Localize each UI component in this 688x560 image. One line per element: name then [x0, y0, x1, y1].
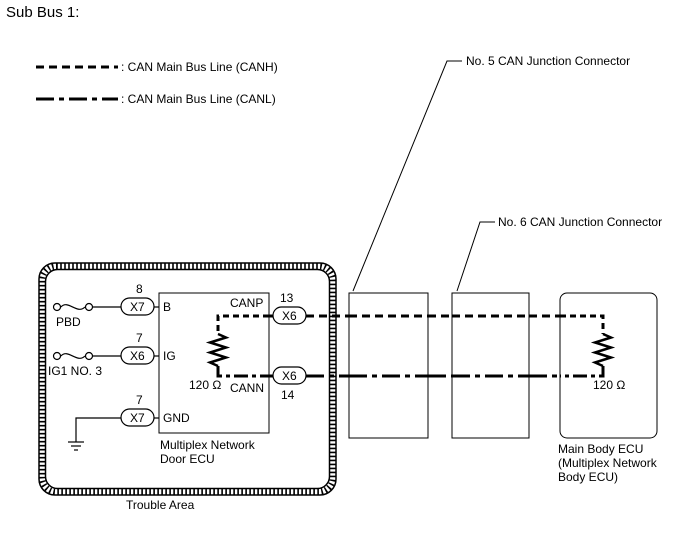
main-body-ecu-name-line2: (Multiplex Network: [558, 456, 658, 470]
fuse-terminal-left: [52, 302, 62, 312]
pin-gnd-connector: X7: [130, 411, 145, 425]
pin-ig-circuit: [52, 346, 159, 365]
legend-canl-label: : CAN Main Bus Line (CANL): [121, 92, 276, 106]
fuse-icon: [60, 353, 86, 359]
main-body-ecu-resistor-value: 120 Ω: [593, 378, 625, 392]
diagram-title: Sub Bus 1:: [6, 4, 79, 21]
pin-gnd-number: 7: [136, 393, 143, 407]
main-body-ecu-box: [559, 292, 658, 439]
trouble-area-label: Trouble Area: [126, 498, 195, 512]
door-ecu-name-line1: Multiplex Network: [160, 438, 256, 452]
door-ecu-resistor: [205, 314, 269, 378]
pin-canp-label: CANP: [230, 296, 263, 310]
pin-b-number: 8: [136, 282, 143, 296]
junction-no6-callout-leader: [456, 221, 495, 292]
pin-ig-source: IG1 NO. 3: [48, 364, 102, 378]
pin-cann-label: CANN: [230, 381, 264, 395]
pin-canp-connector: X6: [282, 309, 297, 323]
junction-no6-label: No. 6 CAN Junction Connector: [498, 215, 662, 229]
pin-ig-connector: X6: [130, 349, 145, 363]
pin-b-source: PBD: [56, 315, 81, 329]
junction-connector-no6-box: [451, 292, 530, 439]
door-ecu-name-line2: Door ECU: [160, 452, 215, 466]
legend-canh-label: : CAN Main Bus Line (CANH): [121, 60, 278, 74]
trouble-area-border: [38, 262, 337, 496]
fuse-icon: [60, 304, 86, 310]
main-body-ecu-resistor: [560, 314, 616, 378]
pin-ig-number: 7: [136, 331, 143, 345]
pin-b-circuit: [52, 297, 159, 316]
connector-x6-cann-pin: [272, 366, 307, 385]
main-body-ecu-name-line1: Main Body ECU: [558, 442, 643, 456]
junction-no5-callout-leader: [352, 60, 462, 292]
main-body-ecu-name-line3: Body ECU): [558, 470, 618, 484]
legend: : CAN Main Bus Line (CANH) : CAN Main Bu…: [36, 60, 278, 106]
junction-no5-label: No. 5 CAN Junction Connector: [466, 54, 630, 68]
pin-cann-number: 14: [281, 388, 295, 402]
door-ecu-resistor-value: 120 Ω: [189, 378, 221, 392]
pin-b-connector: X7: [130, 300, 145, 314]
pin-canp-number: 13: [280, 291, 294, 305]
pin-ig-label: IG: [163, 349, 176, 363]
pin-gnd-circuit: [68, 408, 159, 451]
ground-icon: [68, 441, 84, 451]
connector-x6-canp-pin: [272, 306, 307, 325]
fuse-terminal-right: [84, 302, 94, 312]
pin-gnd-label: GND: [163, 411, 190, 425]
pin-cann-connector: X6: [282, 369, 297, 383]
fuse-terminal-left: [52, 351, 62, 361]
fuse-terminal-right: [84, 351, 94, 361]
pin-b-label: B: [163, 300, 171, 314]
